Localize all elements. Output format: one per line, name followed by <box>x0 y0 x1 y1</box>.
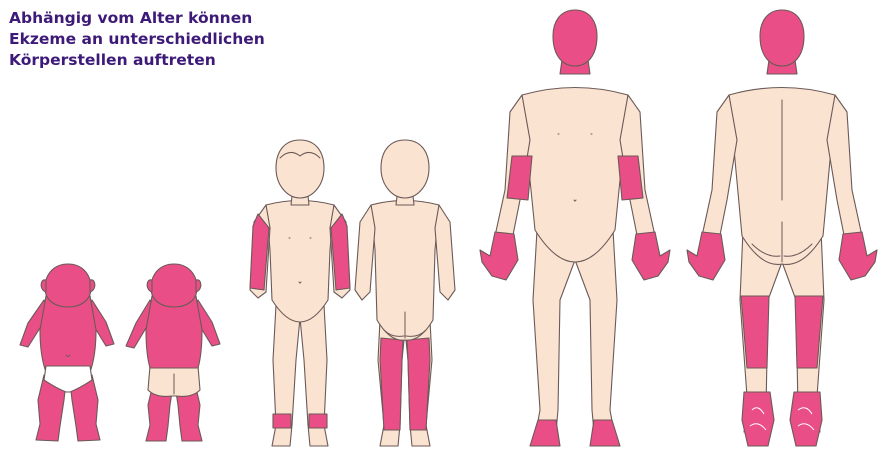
adult-front-right-foot <box>590 420 620 446</box>
adult-front-right-hand <box>632 232 670 280</box>
adult-front-right-elbow-eczema <box>618 156 643 200</box>
adult-back-left-foot <box>742 392 774 446</box>
child-front-figure <box>250 140 350 446</box>
child-front-right-ankle-eczema <box>309 414 327 428</box>
child-back-right-arm <box>435 205 455 300</box>
baby-front-right-ear <box>90 280 95 292</box>
adult-back-head <box>760 10 804 66</box>
adult-front-left-hand <box>480 232 518 280</box>
baby-back-head <box>151 264 197 307</box>
adult-back-left-arm <box>702 95 737 240</box>
adult-front-left-foot <box>530 420 560 446</box>
child-front-left-ankle-eczema <box>273 414 291 428</box>
child-back-figure <box>355 140 455 446</box>
child-back-left-leg-eczema <box>380 338 403 430</box>
baby-front-figure <box>20 264 114 441</box>
adult-front-figure <box>480 10 670 446</box>
baby-back-right-ear <box>196 280 201 292</box>
child-back-right-leg-eczema <box>407 338 430 430</box>
adult-back-right-foot <box>790 392 822 446</box>
adult-back-right-hand <box>839 232 877 280</box>
child-back-head <box>381 140 429 198</box>
baby-back-left-ear <box>147 280 152 292</box>
child-front-head <box>276 140 324 198</box>
baby-back-figure <box>126 264 220 441</box>
adult-back-right-arm <box>827 95 862 240</box>
adult-front-left-elbow-eczema <box>507 156 532 200</box>
child-front-torso <box>266 201 334 323</box>
baby-front-left-ear <box>41 280 46 292</box>
baby-front-head <box>45 264 91 307</box>
adult-back-left-hand <box>687 232 725 280</box>
child-back-left-arm <box>355 205 375 300</box>
adult-back-figure <box>687 10 877 446</box>
adult-front-head <box>553 10 597 66</box>
